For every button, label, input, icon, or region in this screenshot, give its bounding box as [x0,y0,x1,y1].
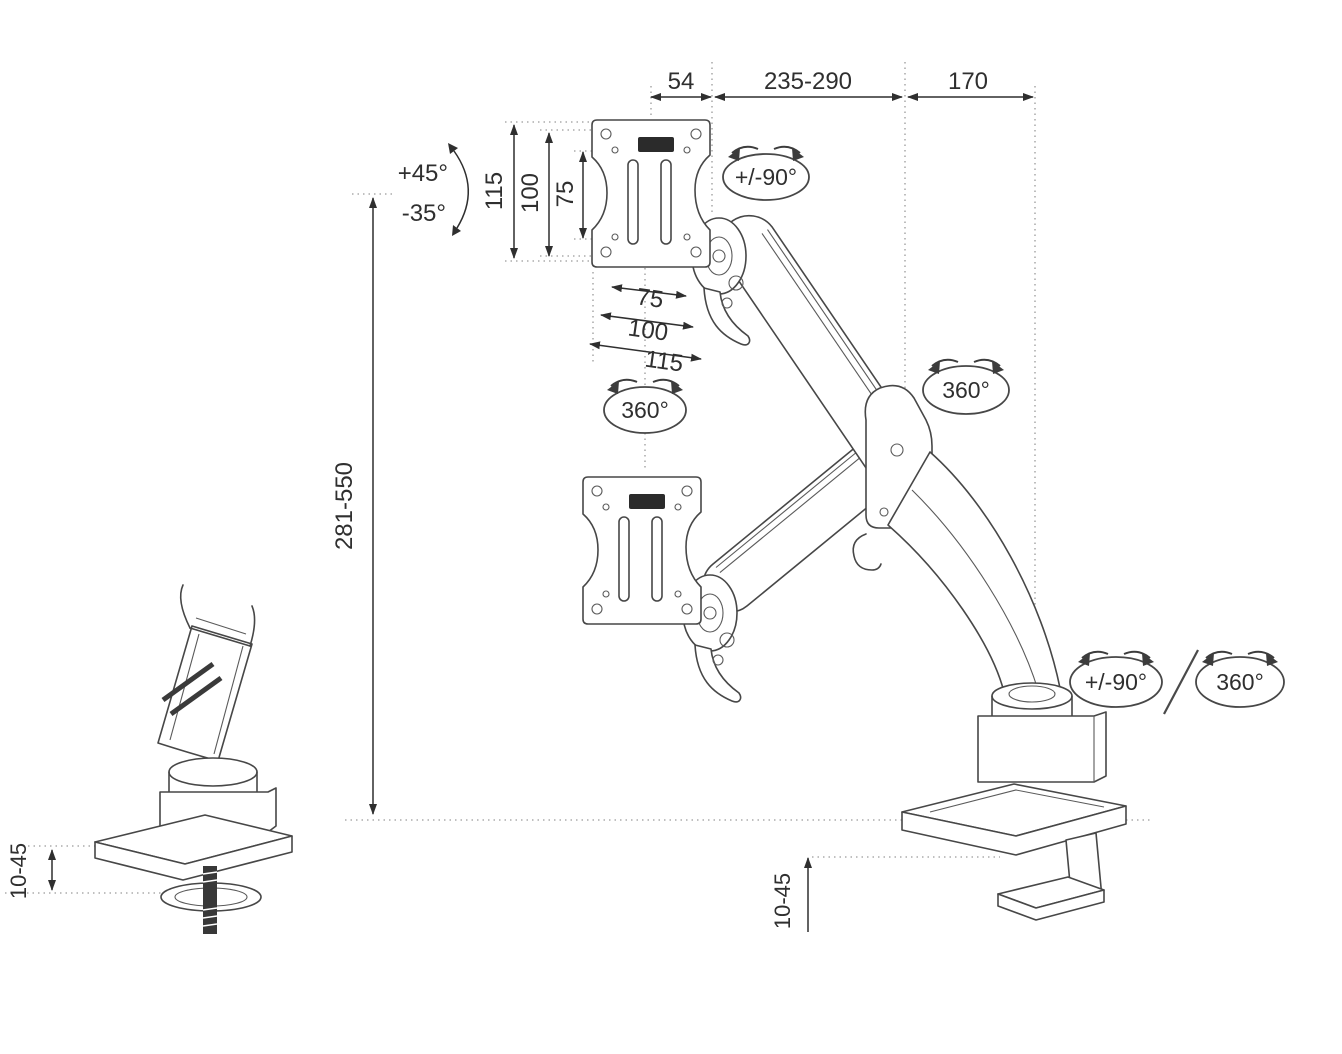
slash-divider [1163,649,1199,715]
lower-arm [887,451,1061,693]
vesa-rotation-badge: 360° [603,378,687,434]
dimension-labels: 54 235-290 170 +45° -35° 115 100 75 75 1… [6,68,988,929]
vesa-100-horizontal-label: 100 [626,314,669,346]
dim-235-290-label: 235-290 [764,68,852,95]
base-rotation-badge: 360° [1195,650,1285,708]
dim-line-75-horizontal [611,284,687,299]
vesa-75-vertical-label: 75 [552,181,579,208]
base-rotation-label: 360° [1216,669,1264,695]
vesa-115-vertical-label: 115 [481,172,508,210]
tilt-down-label: -35° [402,200,446,227]
vesa-75-horizontal-label: 75 [635,283,665,313]
vesa-rotation-label: 360° [621,397,669,423]
monitor-arm-artwork [582,119,1127,921]
dim-54-label: 54 [668,68,695,95]
dim-line-100-horizontal [600,312,694,330]
head-swivel-label: +/-90° [735,164,797,190]
base-swivel-badge: +/-90° [1069,650,1163,708]
rotation-badges: +/-90° 360° 360° +/-90° 360° [603,145,1285,715]
base-collar [991,682,1073,710]
desk-plate-sides [901,805,1127,856]
base-block [977,711,1107,783]
dim-170-label: 170 [948,68,988,95]
dimension-lines [48,93,1034,932]
base-swivel-label: +/-90° [1085,669,1147,695]
grommet-mount-detail [94,584,293,934]
vesa-head-raised [591,119,751,346]
construction-lines [5,62,1150,894]
vesa-head-lowered [582,476,742,703]
tilt-arc [453,150,469,229]
dim-line-115-horizontal [589,341,702,362]
grommet-plate-sides [94,835,293,881]
tilt-up-label: +45° [398,160,448,187]
cable-hook [852,533,882,571]
arm-rotation-label: 360° [942,377,990,403]
head-swivel-badge: +/-90° [722,145,810,201]
vesa-100-vertical-label: 100 [517,173,544,213]
vesa-115-horizontal-label: 115 [643,346,685,378]
clamp-foot-side [997,889,1105,921]
grommet-collar [168,757,258,787]
grommet-thickness-label: 10-45 [6,843,31,899]
arm-rotation-badge: 360° [922,358,1010,415]
clamp-thickness-label: 10-45 [770,873,795,929]
height-range-label: 281-550 [331,462,358,550]
